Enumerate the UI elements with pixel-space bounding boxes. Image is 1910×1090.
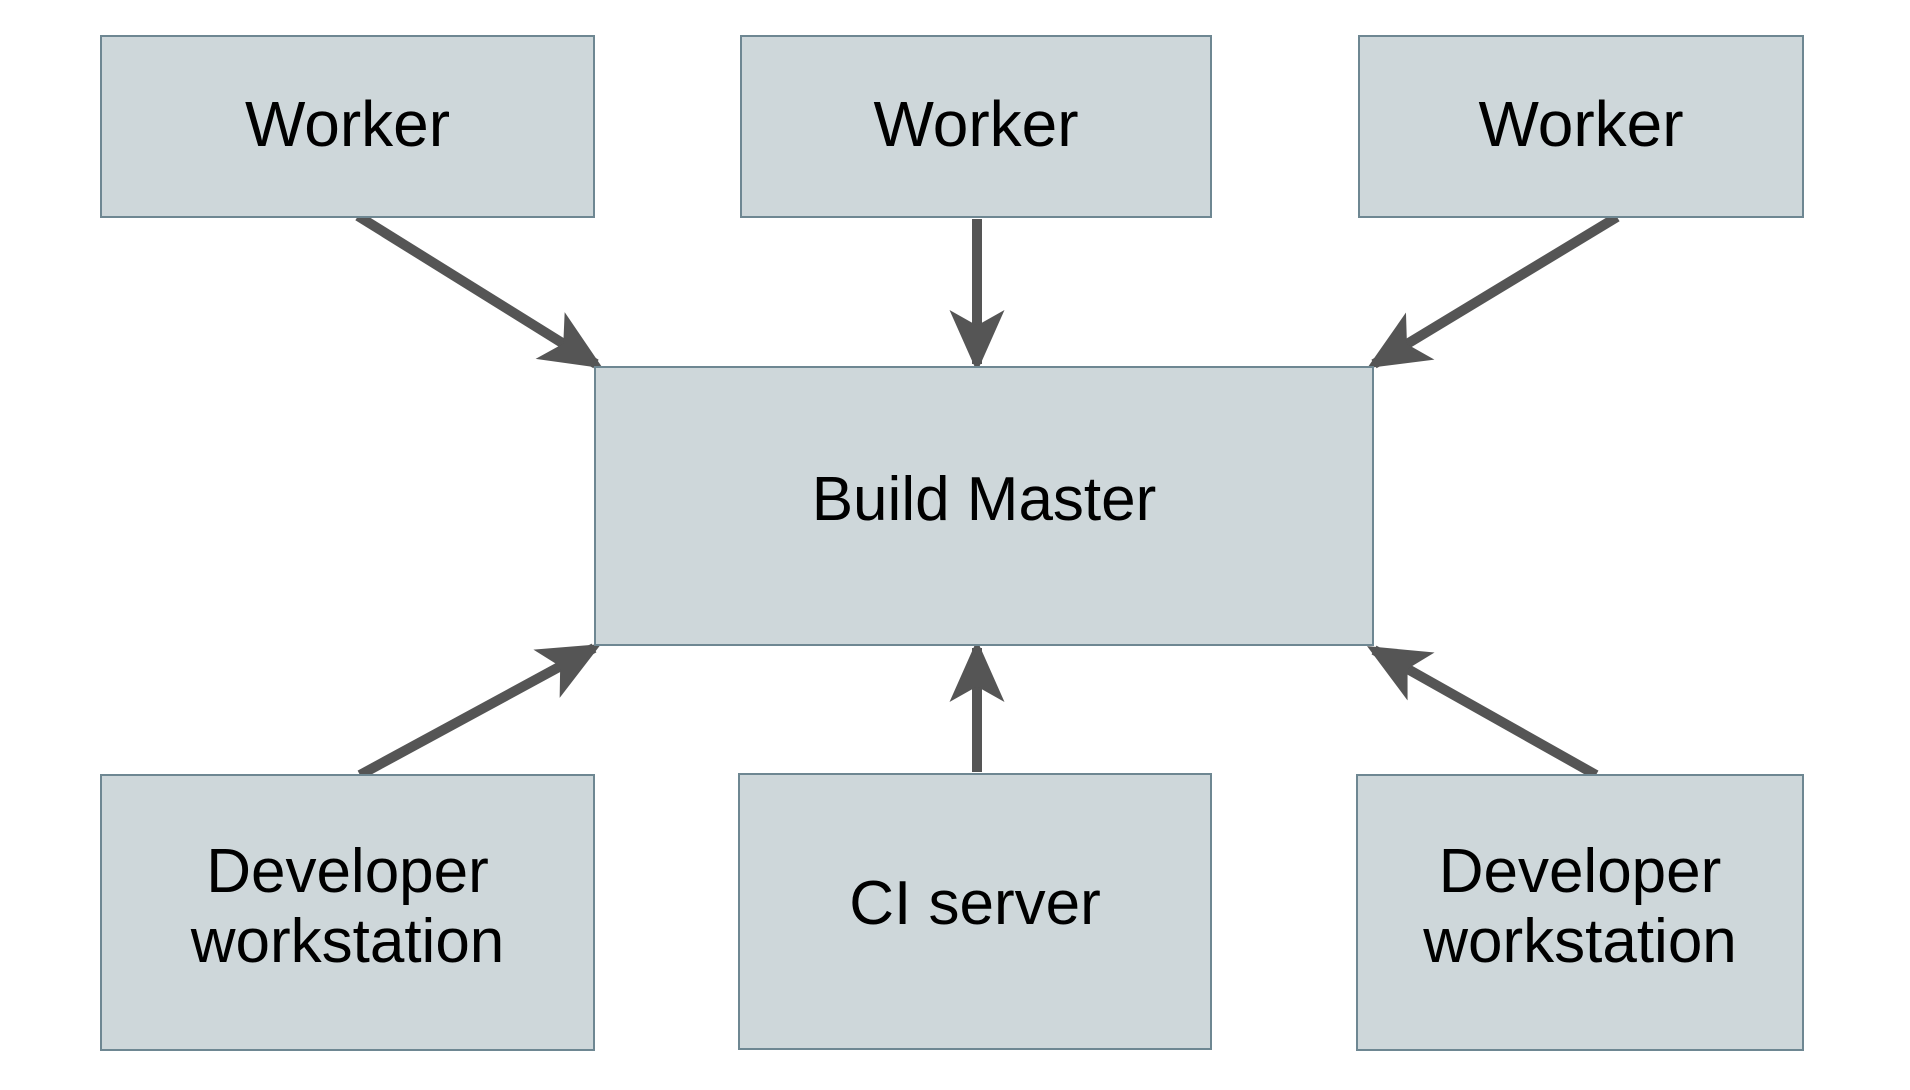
node-developer-workstation-left-label: Developer workstation [190,837,505,976]
node-developer-workstation-right[interactable]: Developer workstation [1356,774,1804,1051]
edge-dev-ws-2-to-build-master [1367,645,1599,780]
node-worker-1-label: Worker [244,87,451,160]
node-worker-2-label: Worker [873,87,1079,160]
edge-worker-3-to-build-master [1367,212,1620,369]
edge-worker-1-to-build-master [355,211,603,369]
node-ci-server[interactable]: CI server [738,773,1212,1050]
edge-dev-ws-1-to-build-master [357,643,602,780]
node-worker-3-label: Worker [1478,87,1684,160]
node-build-master-label: Build Master [811,465,1157,535]
node-build-master[interactable]: Build Master [594,366,1374,646]
node-worker-3[interactable]: Worker [1358,35,1804,218]
node-developer-workstation-right-label: Developer workstation [1423,837,1737,976]
node-ci-server-label: CI server [849,868,1101,938]
node-worker-1[interactable]: Worker [100,35,595,218]
node-developer-workstation-left[interactable]: Developer workstation [100,774,595,1051]
node-worker-2[interactable]: Worker [740,35,1212,218]
